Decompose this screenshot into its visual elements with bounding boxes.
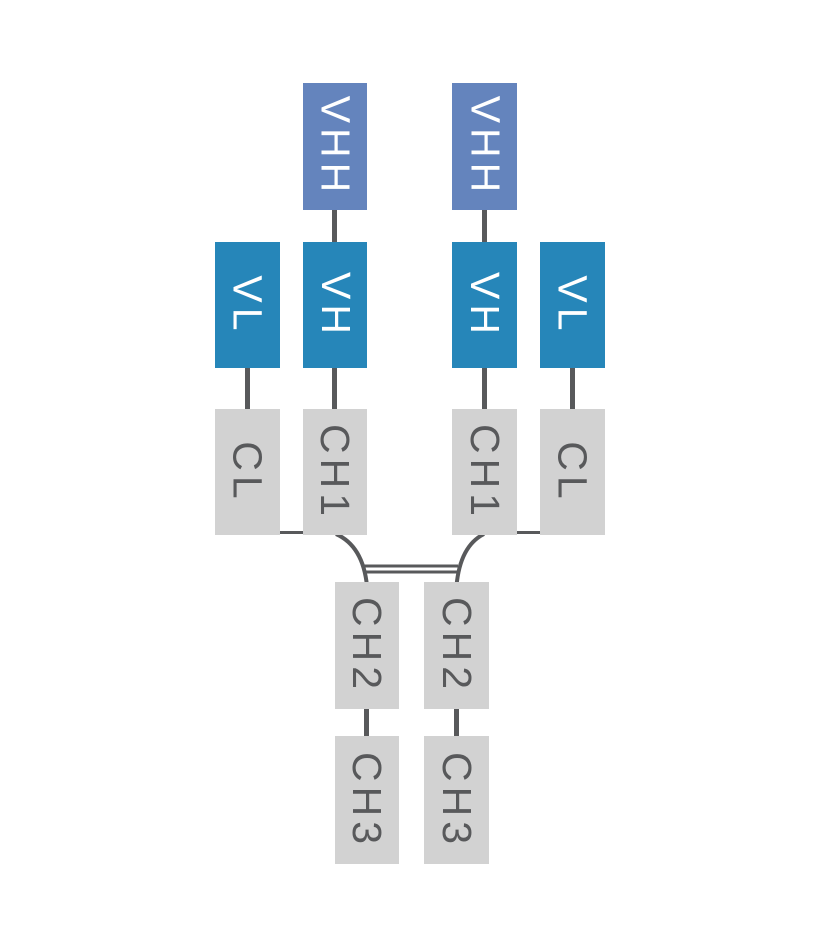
linker-vl-cl-right (570, 368, 575, 410)
domain-label-ch2-right: CH2 (434, 596, 480, 695)
linker-ch2-ch3-left (364, 709, 369, 737)
bond-cl-ch1-right (517, 530, 540, 534)
domain-label-ch1-left: CH1 (312, 423, 359, 521)
domain-box-vh-left: VH (303, 242, 367, 368)
linker-vhh-vh-right (482, 210, 487, 243)
domain-box-vhh-left: VHH (303, 83, 367, 210)
domain-label-ch1-right: CH1 (462, 423, 508, 521)
domain-label-vhh-left: VHH (312, 95, 359, 198)
bond-cl-ch1-left (280, 530, 303, 534)
domain-box-cl-right: CL (540, 409, 605, 535)
domain-label-cl-right: CL (549, 440, 596, 504)
domain-label-vhh-right: VHH (462, 95, 509, 198)
linker-vl-cl-left (245, 368, 250, 410)
linker-ch2-ch3-right (454, 709, 459, 737)
linker-vh-ch1-left (332, 368, 337, 410)
domain-label-cl-left: CL (224, 440, 271, 504)
domain-label-ch3-right: CH3 (434, 751, 480, 849)
domain-label-vl-right: VL (550, 274, 596, 336)
domain-box-ch2-right: CH2 (424, 582, 489, 709)
linker-vh-ch1-right (482, 368, 487, 410)
domain-box-ch3-right: CH3 (424, 736, 489, 864)
domain-label-ch3-left: CH3 (344, 751, 391, 849)
domain-box-vl-left: VL (215, 242, 280, 368)
domain-box-ch3-left: CH3 (335, 736, 399, 864)
domain-box-ch1-left: CH1 (303, 409, 367, 535)
hinge-curve-left (335, 532, 369, 587)
domain-label-vh-left: VH (312, 271, 359, 339)
domain-label-vl-left: VL (225, 274, 271, 336)
domain-box-ch2-left: CH2 (335, 582, 399, 709)
domain-box-vhh-right: VHH (452, 83, 517, 210)
domain-box-ch1-right: CH1 (452, 409, 517, 535)
domain-label-ch2-left: CH2 (344, 596, 391, 695)
linker-vhh-vh-left (332, 210, 337, 243)
domain-box-cl-left: CL (215, 409, 280, 535)
hinge-curve-right (454, 532, 485, 587)
domain-box-vl-right: VL (540, 242, 605, 368)
domain-label-vh-right: VH (462, 271, 508, 339)
domain-box-vh-right: VH (452, 242, 517, 368)
